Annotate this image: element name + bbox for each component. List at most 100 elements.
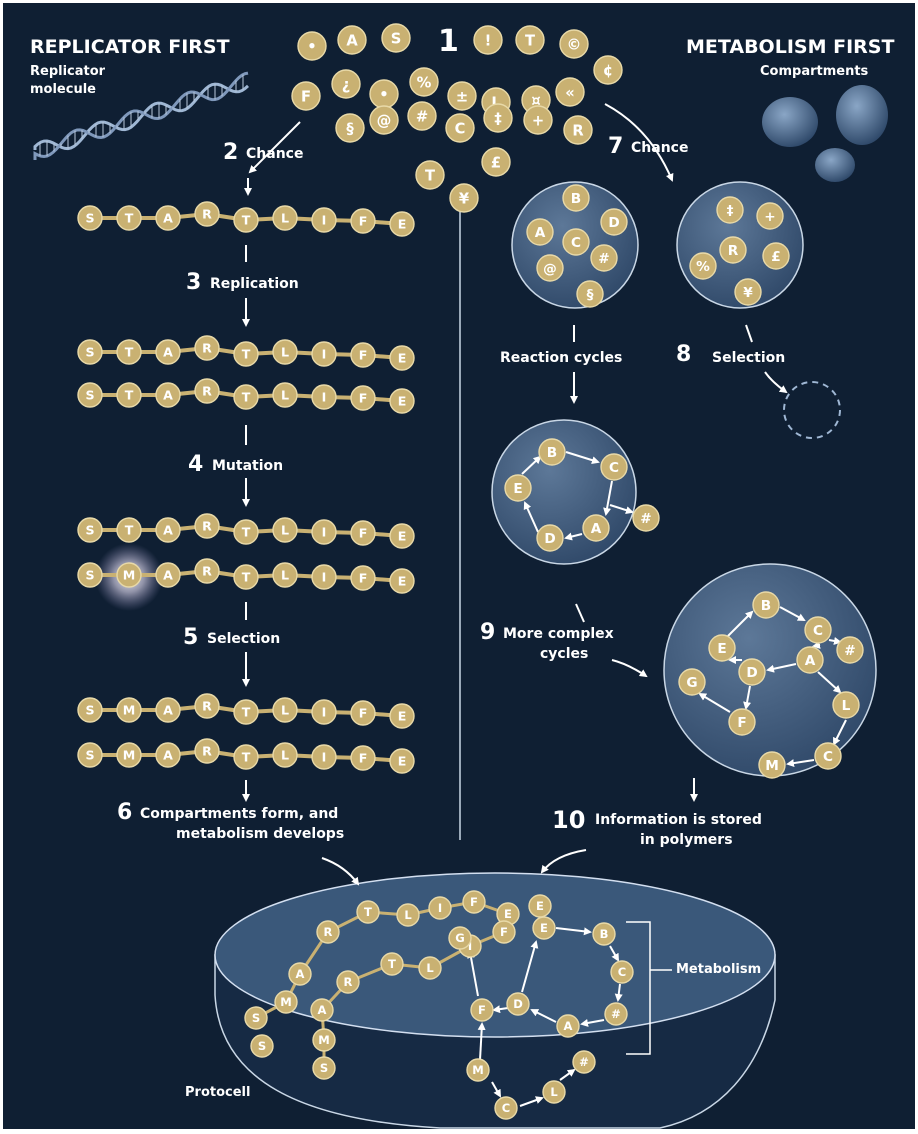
compartment-a-molecule: A: [526, 218, 554, 246]
chain-bead: T: [233, 207, 259, 233]
bead-letter: F: [301, 88, 311, 105]
chain-bead: A: [155, 697, 181, 723]
bead-circle: [428, 896, 452, 920]
chain-bead: T: [116, 205, 142, 231]
bead-letter: D: [544, 531, 555, 547]
bead-circle: [272, 562, 298, 588]
complex-cycle-molecule: A: [796, 646, 824, 674]
soup-molecule: •: [297, 31, 327, 61]
bead-circle: [350, 700, 376, 726]
chain-bead: E: [389, 523, 415, 549]
bead-letter: A: [591, 521, 602, 537]
bead-letter: F: [500, 925, 508, 939]
bead-letter: #: [416, 108, 428, 125]
compartment-a-molecule: §: [576, 280, 604, 308]
protocell-cycle-arrow: [519, 1096, 544, 1107]
bead-letter: A: [163, 523, 173, 538]
bead-letter: E: [398, 754, 407, 769]
bead-circle: [116, 205, 142, 231]
bead-circle: [470, 998, 494, 1022]
bead-letter: M: [123, 703, 136, 718]
protocell-metabolism-molecule: C: [610, 960, 634, 984]
step-1-number: 1: [438, 24, 459, 59]
bead-circle: [350, 745, 376, 771]
protocell-cycle-arrow: [580, 1018, 605, 1027]
protocell-metabolism-molecule: B: [592, 922, 616, 946]
protocell-cycle-arrow: [559, 1068, 576, 1081]
bead-circle: [272, 339, 298, 365]
bead-letter: R: [572, 122, 584, 139]
bead-letter: R: [344, 975, 353, 989]
bead-circle: [528, 894, 552, 918]
bead-letter: R: [202, 744, 212, 759]
cycle-arrow: [609, 504, 634, 514]
bead-circle: [250, 1034, 274, 1058]
bead-letter: E: [540, 921, 548, 935]
simple-cycle-molecule: D: [536, 524, 564, 552]
bead-letter: ¥: [743, 285, 753, 301]
bead-circle: [536, 254, 564, 282]
bead-letter: S: [85, 568, 94, 583]
bead-letter: §: [346, 120, 354, 137]
bead-letter: T: [242, 570, 251, 585]
cycle-arrow: [812, 641, 821, 649]
bead-letter: D: [513, 997, 523, 1011]
bead-letter: E: [398, 351, 407, 366]
bead-letter: #: [611, 1007, 621, 1021]
bead-circle: [678, 668, 706, 696]
complex-cycle-molecule: C: [804, 616, 832, 644]
bead-circle: [311, 564, 337, 590]
bead-letter: #: [844, 643, 855, 659]
bead-letter: F: [737, 715, 746, 731]
bead-circle: [538, 438, 566, 466]
chain-bead: M: [116, 697, 142, 723]
bead-letter: +: [764, 209, 775, 225]
bead-circle: [415, 160, 445, 190]
soup-molecule: •: [369, 79, 399, 109]
bead-circle: [233, 519, 259, 545]
bead-letter: #: [598, 251, 609, 267]
bead-letter: T: [242, 347, 251, 362]
bead-circle: [272, 517, 298, 543]
step-4-number: 4: [188, 452, 204, 477]
protocell-metabolism-molecule: D: [506, 992, 530, 1016]
bead-circle: [77, 205, 103, 231]
cycle-arrow: [833, 719, 847, 746]
chain-bead: M: [116, 742, 142, 768]
chain-bead: T: [116, 382, 142, 408]
bead-circle: [311, 341, 337, 367]
bead-letter: C: [823, 749, 833, 765]
bead-circle: [312, 1028, 336, 1052]
bead-letter: E: [398, 529, 407, 544]
chain-bead: S: [77, 339, 103, 365]
bead-letter: S: [320, 1061, 328, 1075]
complex-cycle-molecule: F: [728, 708, 756, 736]
cycle-arrow: [817, 671, 842, 694]
soup-molecule: §: [335, 113, 365, 143]
protocell-cycle-arrow: [555, 927, 592, 936]
bead-letter: ©: [567, 36, 582, 53]
step-6-label-1: Compartments form, and: [140, 806, 339, 822]
bead-circle: [77, 382, 103, 408]
bead-circle: [562, 228, 590, 256]
bead-letter: C: [813, 623, 823, 639]
cycle-arrow: [727, 610, 754, 637]
step-8-number: 8: [676, 342, 692, 367]
bead-circle: [77, 562, 103, 588]
bead-letter: E: [398, 217, 407, 232]
bead-circle: [689, 252, 717, 280]
bead-letter: S: [85, 388, 94, 403]
bead-letter: S: [252, 1011, 260, 1025]
protocell-chain-2-bead: S: [312, 1056, 336, 1080]
bead-circle: [708, 634, 736, 662]
chain-bead: F: [350, 745, 376, 771]
simple-cycle-molecule: C: [600, 453, 628, 481]
bead-circle: [804, 616, 832, 644]
bead-circle: [389, 748, 415, 774]
bead-circle: [762, 242, 790, 270]
bead-letter: L: [281, 748, 289, 763]
compartment-a-molecule: D: [600, 208, 628, 236]
bead-letter: E: [717, 641, 726, 657]
bead-circle: [311, 519, 337, 545]
bead-letter: M: [318, 1033, 330, 1047]
